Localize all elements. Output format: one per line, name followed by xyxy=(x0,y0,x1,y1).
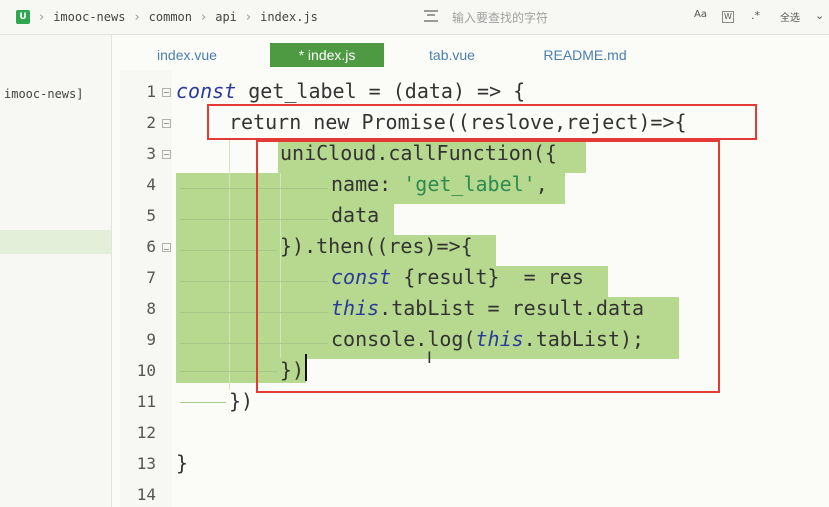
code-line-5[interactable]: data xyxy=(331,200,379,231)
code-line-13[interactable]: } xyxy=(176,448,188,479)
code-keyword: const xyxy=(331,265,392,289)
code-text: , xyxy=(535,172,548,196)
code-text: name: xyxy=(331,172,404,196)
sidebar-selected-item[interactable] xyxy=(0,230,111,254)
line-number: 3 xyxy=(146,144,156,163)
line-number: 4 xyxy=(146,175,156,194)
code-line-4[interactable]: name: 'get_label', xyxy=(331,169,548,200)
regex-toggle[interactable]: .* xyxy=(751,9,760,22)
fold-toggle-icon[interactable] xyxy=(162,243,171,252)
project-icon: U xyxy=(16,10,30,24)
line-number: 13 xyxy=(136,454,156,473)
code-text: return new Promise((reslove,reject)=>{ xyxy=(229,110,687,134)
chevron-down-icon[interactable]: ⌄ xyxy=(815,9,825,22)
select-all-button[interactable]: 全选 xyxy=(780,13,800,24)
highlight-box-callfunction xyxy=(256,140,720,393)
code-text: .tabList = result.data xyxy=(379,296,645,320)
line-number: 10 xyxy=(136,361,156,380)
chevron-right-icon: › xyxy=(245,9,252,25)
code-text: console.log( xyxy=(331,327,476,351)
code-keyword: this xyxy=(475,327,524,351)
line-number: 1 xyxy=(146,82,156,101)
indent-guide xyxy=(229,140,230,390)
breadcrumb-item-project[interactable]: imooc-news xyxy=(53,10,126,24)
code-text: .tabList); xyxy=(523,327,645,351)
breadcrumb-item-common[interactable]: common xyxy=(148,10,193,24)
code-line-9[interactable]: console.log(this.tabList); xyxy=(331,324,644,355)
whitespace-marker xyxy=(180,371,277,372)
match-case-toggle[interactable]: Aa xyxy=(694,9,707,20)
breadcrumb-item-api[interactable]: api xyxy=(215,10,237,24)
code-text: }) xyxy=(229,389,254,413)
code-text: {result} = res xyxy=(391,265,584,289)
selection-line-3 xyxy=(278,142,586,173)
line-number: 7 xyxy=(146,268,156,287)
text-caret xyxy=(305,354,307,381)
code-line-3[interactable]: uniCloud.callFunction({ xyxy=(280,138,557,169)
editor-tabs: index.vue * index.js tab.vue README.md xyxy=(120,43,829,67)
line-number: 12 xyxy=(136,423,156,442)
line-number: 6 xyxy=(146,237,156,256)
code-line-8[interactable]: this.tabList = result.data xyxy=(331,293,644,324)
line-number: 8 xyxy=(146,299,156,318)
code-keyword: this xyxy=(331,296,380,320)
chevron-right-icon: › xyxy=(134,9,140,25)
find-input[interactable] xyxy=(450,7,674,29)
line-number: 14 xyxy=(136,485,156,504)
tab-readme[interactable]: README.md xyxy=(543,47,627,63)
code-line-1[interactable]: const get_label = (data) => { xyxy=(176,76,525,107)
highlight-box-return-promise xyxy=(207,104,757,140)
chevron-right-icon: › xyxy=(201,9,207,25)
tab-index-js[interactable]: * index.js xyxy=(270,43,384,67)
chevron-right-icon: › xyxy=(39,9,45,25)
breadcrumb-item-file[interactable]: index.js xyxy=(260,10,318,24)
code-text: }).then((res)=>{ xyxy=(280,234,473,258)
whitespace-marker xyxy=(180,250,277,251)
fold-toggle-icon[interactable] xyxy=(162,150,171,159)
code-line-6[interactable]: }).then((res)=>{ xyxy=(280,231,473,262)
fold-toggle-icon[interactable] xyxy=(162,88,171,97)
find-icon xyxy=(424,10,438,22)
breadcrumb: U › imooc-news › common › api › index.js xyxy=(0,0,318,34)
code-line-7[interactable]: const {result} = res xyxy=(331,262,584,293)
code-string: 'get_label' xyxy=(403,172,536,196)
sidebar-folder-label[interactable]: imooc-news] xyxy=(4,87,84,101)
code-text: data xyxy=(331,203,380,227)
ibeam-cursor-icon: I xyxy=(427,348,432,367)
indent-guide xyxy=(280,173,281,358)
code-text: }) xyxy=(280,358,305,382)
whitespace-marker xyxy=(180,343,328,344)
code-line-2[interactable]: return new Promise((reslove,reject)=>{ xyxy=(229,107,687,138)
code-text: } xyxy=(176,451,189,475)
whitespace-marker xyxy=(180,312,328,313)
whitespace-marker xyxy=(180,188,328,189)
whitespace-marker xyxy=(180,219,328,220)
line-number: 2 xyxy=(146,113,156,132)
whitespace-marker xyxy=(180,281,328,282)
code-text: uniCloud.callFunction({ xyxy=(280,141,557,165)
line-number: 5 xyxy=(146,206,156,225)
project-sidebar: imooc-news] xyxy=(0,35,112,507)
code-keyword: const xyxy=(176,79,237,103)
line-number: 9 xyxy=(146,330,156,349)
whole-word-toggle[interactable]: W xyxy=(722,11,734,23)
fold-toggle-icon[interactable] xyxy=(162,119,171,128)
whitespace-marker xyxy=(180,402,226,403)
tab-index-vue[interactable]: index.vue xyxy=(157,47,217,63)
editor-gutter xyxy=(120,70,172,507)
top-bar: U › imooc-news › common › api › index.js… xyxy=(0,0,829,35)
tab-tab-vue[interactable]: tab.vue xyxy=(429,47,475,63)
code-line-11[interactable]: }) xyxy=(229,386,253,417)
line-number: 11 xyxy=(136,392,156,411)
code-line-10[interactable]: }) xyxy=(280,355,304,386)
code-text: get_label = (data) => { xyxy=(236,79,526,103)
